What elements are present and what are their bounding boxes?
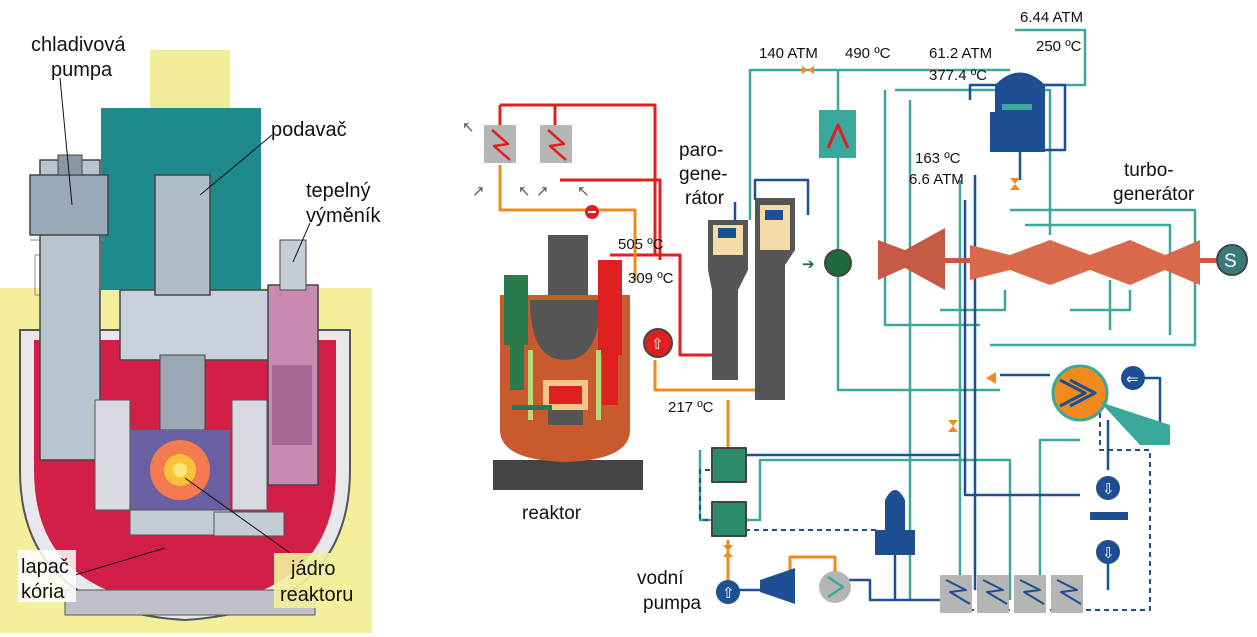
svg-text:↖: ↖ [577, 183, 590, 200]
label-chladivova-pumpa-1: chladivová [31, 34, 126, 56]
condenser-icon [1051, 364, 1109, 422]
svg-text:⇧: ⇧ [651, 336, 664, 353]
primary-pump-icon [643, 328, 673, 358]
label-lapac-koria-1: lapač [21, 556, 69, 578]
turbine-icon [878, 228, 1216, 290]
heater-2 [711, 501, 747, 537]
pump-icon-down-1 [1096, 476, 1120, 500]
label-lapac-koria-2: kória [21, 581, 65, 603]
label-parogenerator-3: rátor [685, 188, 725, 209]
label-tepelny-vymenik-2: výměník [306, 205, 381, 227]
label-turbogenerator-2: generátor [1113, 184, 1195, 205]
condensate-pump-icon [1121, 366, 1145, 390]
label-parogenerator-1: paro- [679, 140, 723, 161]
water-pump-icon [716, 580, 740, 604]
label-reaktor: reaktor [522, 503, 582, 524]
readout-250-c: 250 ºC [1036, 38, 1082, 55]
label-tepelny-vymenik-1: tepelný [306, 180, 371, 202]
readout-377-4-c: 377.4 ºC [929, 67, 987, 84]
svg-text:⇧: ⇧ [722, 585, 735, 602]
readout-6-6-atm: 6.6 ATM [909, 171, 964, 188]
cooling-outlet [1100, 402, 1170, 445]
reactor-schematic [493, 235, 643, 490]
heater-1 [711, 447, 747, 483]
label-vodni-pumpa-1: vodní [637, 568, 684, 589]
svg-text:➔: ➔ [802, 256, 815, 273]
feed-turbine [760, 568, 795, 604]
readout-309-c: 309 ºC [628, 270, 674, 287]
pump-icon-down-2 [1096, 540, 1120, 564]
svg-text:↗: ↗ [536, 183, 549, 200]
label-jadro-reaktoru-1: jádro [290, 558, 335, 580]
readout-490-c: 490 ºC [845, 45, 891, 62]
feed-tank [875, 490, 915, 555]
readout-6-44-atm: 6.44 ATM [1020, 9, 1083, 26]
steam-generator [708, 198, 795, 400]
svg-text:↗: ↗ [472, 183, 485, 200]
readout-140-atm: 140 ATM [759, 45, 818, 62]
feedwater-lines [730, 83, 1162, 602]
generator-icon [1216, 244, 1248, 276]
deaerator [990, 72, 1045, 152]
svg-text:⇐: ⇐ [1126, 371, 1139, 388]
label-jadro-reaktoru-2: reaktoru [280, 584, 353, 606]
readout-61-2-atm: 61.2 ATM [929, 45, 992, 62]
label-podavac: podavač [271, 119, 347, 141]
readout-505-c: 505 ºC [618, 236, 664, 253]
svg-text:⇩: ⇩ [1102, 481, 1115, 498]
secondary-loop [498, 165, 837, 585]
label-chladivova-pumpa-2: pumpa [51, 59, 113, 81]
reheater [819, 110, 856, 158]
flow-schematic: ↖ ↗ ↖ ↗ ↖ ⇧ [462, 28, 1248, 613]
label-turbogenerator-1: turbo- [1124, 160, 1174, 181]
svg-text:S: S [1224, 251, 1237, 272]
svg-text:⇩: ⇩ [1102, 545, 1115, 562]
heat-exchanger-icon [819, 571, 851, 603]
lp-heaters [940, 575, 1083, 613]
valves [723, 66, 1020, 557]
dashed-lines [699, 395, 1151, 611]
svg-text:↖: ↖ [462, 119, 475, 136]
steam-pump-icon [824, 249, 852, 277]
label-vodni-pumpa-2: pumpa [643, 593, 702, 614]
readout-163-c: 163 ºC [915, 150, 961, 167]
label-parogenerator-2: gene- [679, 164, 728, 185]
svg-text:↖: ↖ [518, 183, 531, 200]
schematic-labels: reaktor paro- gene- rátor turbo- generát… [522, 9, 1195, 614]
reactor-cutaway: chladivová pumpa podavač tepelný výměník… [0, 34, 381, 633]
readout-217-c: 217 ºC [668, 399, 714, 416]
